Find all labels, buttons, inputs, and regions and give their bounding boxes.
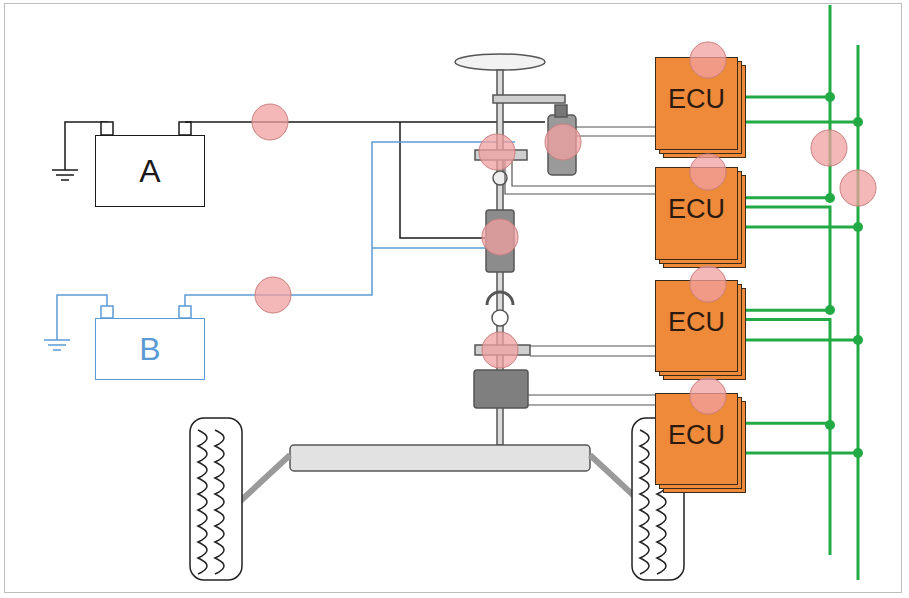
battery-box: B xyxy=(95,318,205,380)
box-label: A xyxy=(139,153,160,190)
frame xyxy=(4,3,902,593)
box-label: ECU xyxy=(668,194,725,225)
box-label: ECU xyxy=(668,420,725,451)
bus-line xyxy=(738,320,830,424)
box-label: ECU xyxy=(668,307,725,338)
ecu-box: ECU xyxy=(655,280,738,372)
battery-box: A xyxy=(95,135,205,207)
bus-line xyxy=(738,97,830,198)
box-label: B xyxy=(139,331,160,368)
ecu-box: ECU xyxy=(655,57,738,150)
box-label: ECU xyxy=(668,84,725,115)
ecu-box: ECU xyxy=(655,167,738,260)
ecu-box: ECU xyxy=(655,393,738,485)
bus-line xyxy=(738,207,830,310)
